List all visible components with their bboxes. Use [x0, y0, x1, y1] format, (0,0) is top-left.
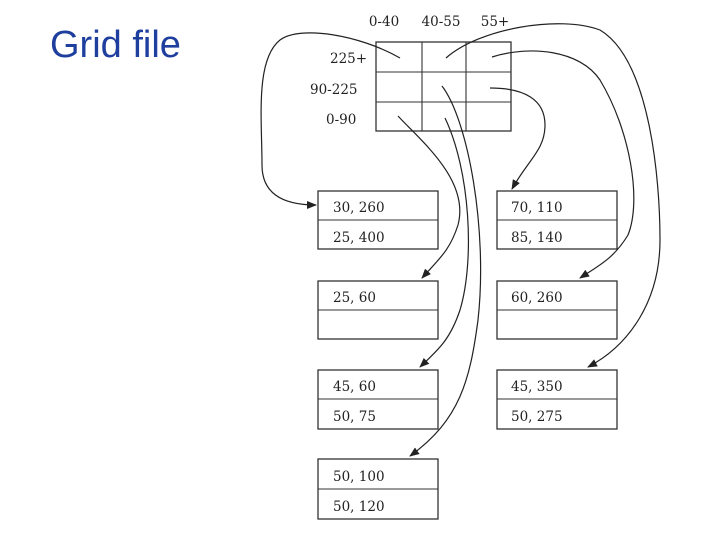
bucket-right-3-rec-2: 50, 275 [511, 409, 563, 425]
row-label-0-90: 0-90 [326, 112, 356, 128]
slide-title: Grid file [50, 24, 181, 66]
bucket-right-1-rec-1: 70, 110 [511, 200, 563, 216]
row-label-90-225: 90-225 [310, 82, 358, 98]
pointer-cell-r1c4-to-right-2 [491, 50, 635, 279]
bucket-left-1-rec-2: 25, 400 [333, 230, 385, 246]
bucket-left-3: 45, 60 50, 75 [317, 369, 439, 430]
pointer-cell-r3c3-to-left-3 [419, 117, 469, 368]
bucket-right-2: 60, 260 [496, 280, 618, 340]
bucket-left-4-rec-2: 50, 120 [333, 499, 385, 515]
bucket-left-2-rec-1: 25, 60 [333, 290, 376, 306]
bucket-left-3-rec-1: 45, 60 [333, 379, 376, 395]
row-label-225plus: 225+ [330, 51, 367, 67]
col-label-40-55: 40-55 [422, 14, 461, 30]
bucket-left-1: 30, 260 25, 400 [317, 190, 439, 250]
pointer-cell-r1c1-to-left-1 [260, 32, 401, 209]
bucket-right-3: 45, 350 50, 275 [496, 369, 618, 430]
bucket-right-1-rec-2: 85, 140 [511, 230, 563, 246]
bucket-right-3-rec-1: 45, 350 [511, 379, 563, 395]
col-label-55plus: 55+ [481, 14, 510, 30]
bucket-left-3-rec-2: 50, 75 [333, 409, 376, 425]
pointer-cell-r1c3-to-right-3 [445, 23, 661, 368]
bucket-left-1-rec-1: 30, 260 [333, 200, 385, 216]
bucket-left-2: 25, 60 [317, 280, 439, 340]
pointer-cell-r2c4-to-right-1 [489, 87, 546, 190]
bucket-left-4: 50, 100 50, 120 [317, 458, 439, 520]
bucket-right-2-rec-1: 60, 260 [511, 290, 563, 306]
bucket-left-4-rec-1: 50, 100 [333, 469, 385, 485]
col-label-0-40: 0-40 [369, 14, 399, 30]
pointer-cell-r3c2-to-left-2 [397, 115, 461, 279]
bucket-right-1: 70, 110 85, 140 [496, 190, 618, 250]
pointer-cell-r2c3-to-left-4 [409, 85, 482, 457]
